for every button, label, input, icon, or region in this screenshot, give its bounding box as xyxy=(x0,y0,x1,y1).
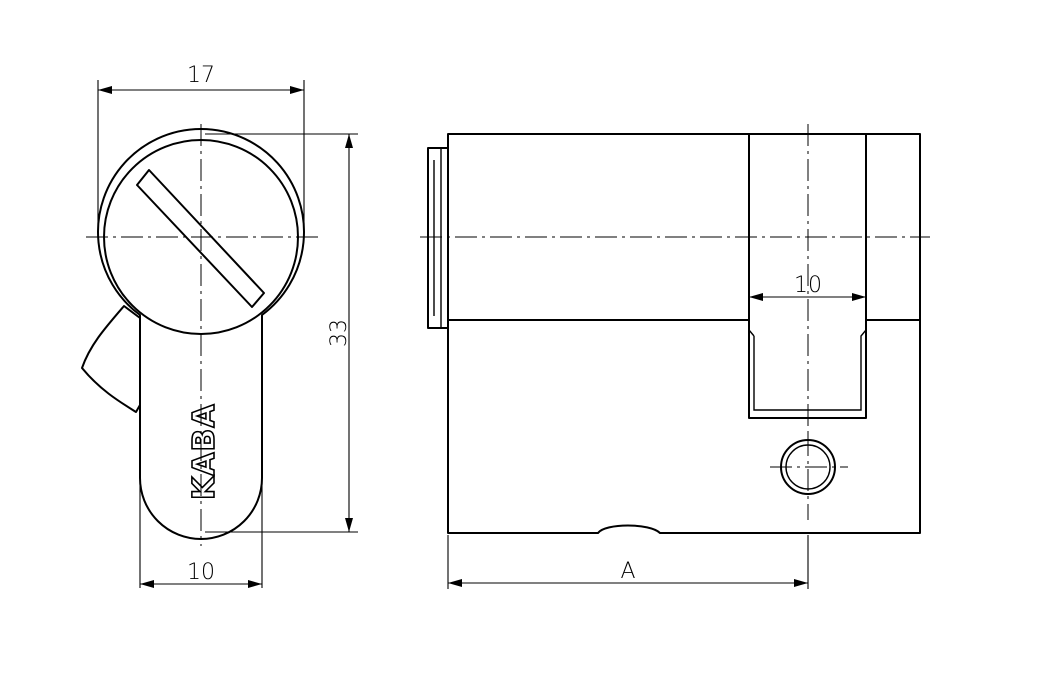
side-view xyxy=(420,124,930,534)
cylinder-body xyxy=(447,133,921,534)
dimension-33: 33 xyxy=(205,133,358,533)
dimension-a: A xyxy=(447,535,809,589)
front-profile-outline xyxy=(97,128,305,540)
cam-inner xyxy=(748,329,867,411)
dimension-10-bottom: 10 xyxy=(139,480,263,588)
cam-lever xyxy=(81,305,141,413)
dimension-10-bottom-label: 10 xyxy=(187,560,215,585)
dimension-10-cam-label: 10 xyxy=(794,273,822,298)
dimension-33-label: 33 xyxy=(327,319,352,347)
dimension-10-cam: 10 xyxy=(749,273,866,301)
dimension-a-label: A xyxy=(620,559,635,584)
key-slot xyxy=(136,169,265,308)
front-view: KABA xyxy=(81,124,318,546)
dimension-17-label: 17 xyxy=(187,63,215,88)
dimension-17: 17 xyxy=(97,63,305,232)
kaba-logo: KABA xyxy=(187,403,222,500)
front-flange xyxy=(427,147,449,329)
